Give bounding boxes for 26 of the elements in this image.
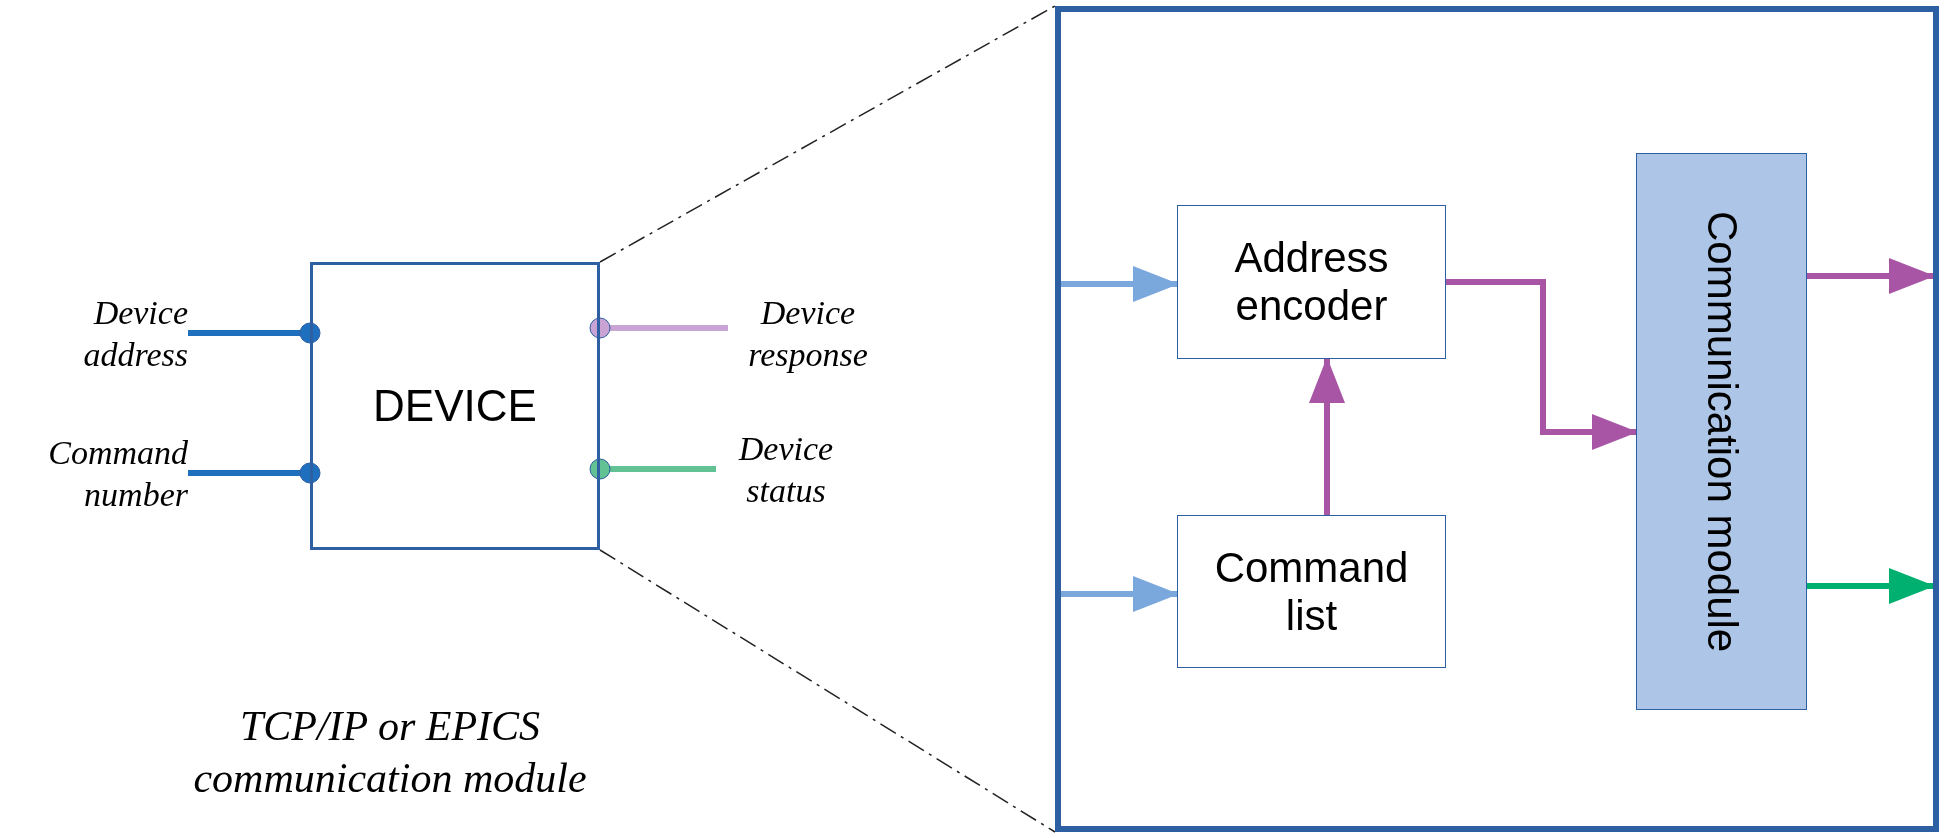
node-text: Device status	[737, 429, 835, 511]
arrow	[1309, 357, 1345, 515]
node-text: Device address	[82, 293, 188, 375]
process-box	[1177, 515, 1446, 668]
device-box	[310, 262, 600, 550]
arrow	[1807, 568, 1935, 604]
signal-line	[188, 322, 321, 344]
signal-line	[589, 317, 728, 339]
node-text: Command list	[1213, 543, 1410, 640]
node-text: Address encoder	[1233, 234, 1390, 330]
arrow	[1061, 266, 1179, 302]
process-box	[1177, 205, 1446, 359]
signal-line	[188, 462, 321, 484]
zoom-line	[599, 5, 1056, 263]
module-box	[1636, 153, 1807, 710]
zoom-line	[599, 549, 1056, 833]
node-text: Device response	[747, 293, 869, 375]
zoom-panel	[1055, 6, 1939, 832]
node-text: Command number	[47, 433, 188, 515]
arrow	[1807, 258, 1935, 294]
node-text: Communication module	[1697, 210, 1746, 653]
signal-line	[589, 458, 716, 480]
caption-text: TCP/IP or EPICS communication module	[192, 702, 588, 803]
arrow	[1446, 279, 1638, 450]
node-text: DEVICE	[373, 381, 537, 431]
arrow	[1061, 576, 1179, 612]
